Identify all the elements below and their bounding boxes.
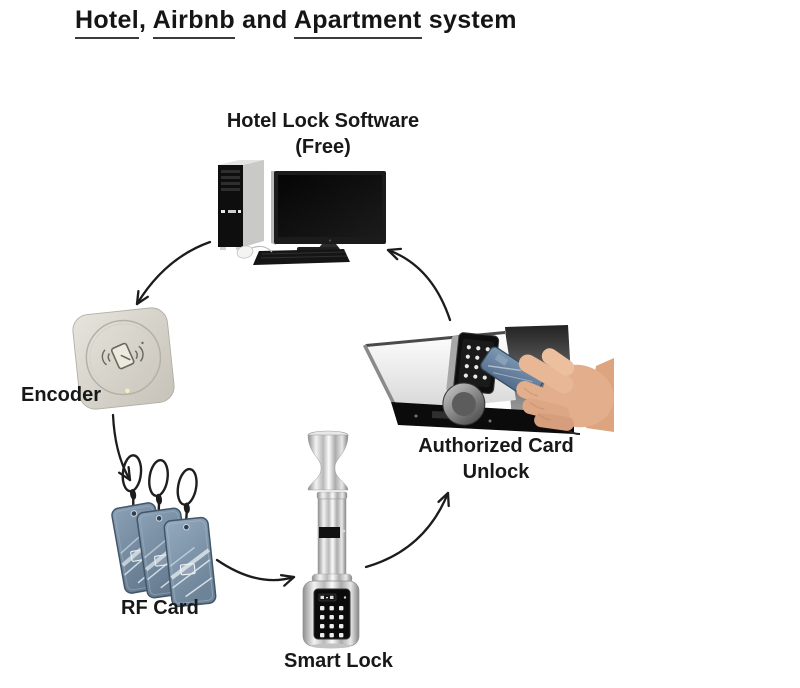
software-label-line2: (Free) [295, 136, 351, 158]
smart-lock-illustration [302, 430, 360, 649]
arrow-software-to-encoder [135, 240, 212, 306]
monitor-icon [271, 171, 386, 253]
keyboard-icon [253, 249, 350, 265]
title-segment: and [234, 6, 294, 34]
encoder-label: Encoder [21, 384, 102, 406]
arrow-smartlock-to-authorized [364, 491, 450, 569]
authorized-label-line1: Authorized Card [418, 435, 574, 457]
page-title: Hotel, Airbnb and Apartment system [75, 6, 517, 39]
encoder-led [124, 387, 131, 394]
door-lock-unit [442, 332, 500, 426]
arrow-rfcard-to-smartlock [215, 558, 296, 587]
mouse-icon [236, 245, 273, 259]
smart-lock-label: Smart Lock [284, 650, 393, 672]
desktop-tower-icon [218, 160, 264, 250]
lock-knob [307, 434, 349, 491]
hand-illustration [516, 348, 614, 432]
encoder-illustration [72, 307, 175, 410]
authorized-label-line2: Unlock [462, 461, 530, 483]
lock-keypad-buttons [320, 606, 344, 638]
rf-cards-illustration [111, 454, 217, 608]
rf-card-fob [163, 467, 217, 608]
door-base-rail [391, 402, 574, 434]
title-segment: Airbnb [152, 6, 235, 39]
authorized-card-photo [363, 325, 614, 435]
title-segment: , [139, 6, 153, 34]
lock-card-slot [319, 527, 340, 538]
software-label-line1: Hotel Lock Software [226, 110, 420, 132]
arrow-encoder-to-rfcard [111, 413, 132, 482]
title-segment: Hotel [75, 6, 139, 39]
title-segment: system [421, 6, 517, 34]
rfid-wave-icon [101, 341, 144, 370]
title-segment: Apartment [293, 6, 422, 39]
authorized-card-unlock-label: Authorized Card Unlock [412, 433, 580, 485]
hotel-lock-software-label: Hotel Lock Software (Free) [223, 108, 423, 160]
rf-card-label: RF Card [121, 597, 199, 619]
arrow-authorized-to-software [386, 247, 452, 322]
computer-illustration [218, 160, 386, 265]
